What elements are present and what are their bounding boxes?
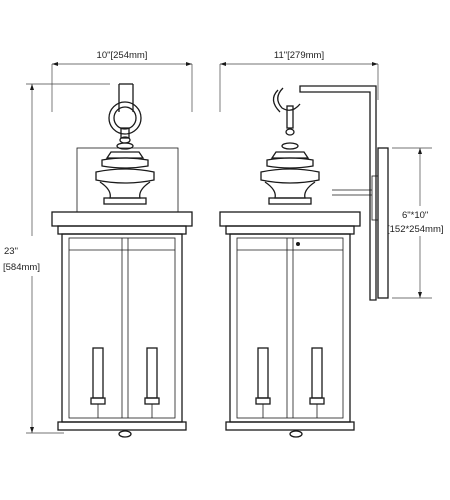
side-view-lantern — [219, 85, 389, 438]
side-body-frame — [229, 233, 351, 423]
side-candle-left — [255, 347, 271, 418]
side-depth-dimension: 11"[279mm] — [219, 50, 379, 112]
front-top-trim — [51, 211, 193, 227]
side-candle-right — [309, 347, 325, 418]
height-dimension: 23" [584mm] — [2, 83, 110, 434]
front-width-dimension: 10"[254mm] — [51, 50, 193, 112]
side-top-trim — [219, 211, 361, 227]
side-cap — [260, 142, 320, 205]
side-bottom-trim — [225, 421, 355, 431]
front-candle-right — [144, 347, 160, 418]
side-wall-bracket — [272, 85, 377, 301]
backplate-dimension: 6"*10" [152*254mm] — [386, 147, 448, 299]
front-width-label: 10"[254mm] — [97, 50, 148, 61]
front-cap — [95, 142, 155, 205]
front-hanging-ring — [108, 83, 142, 144]
side-depth-label: 11"[279mm] — [274, 50, 324, 61]
front-view-lantern — [51, 83, 193, 438]
front-bottom-trim — [57, 421, 187, 431]
front-candle-left — [90, 347, 106, 418]
backplate-label-metric: [152*254mm] — [387, 224, 444, 235]
height-label-metric: [584mm] — [3, 262, 40, 273]
backplate-label-imperial: 6"*10" — [402, 210, 428, 221]
height-label-imperial: 23" — [4, 246, 18, 257]
side-backplate — [377, 147, 389, 299]
